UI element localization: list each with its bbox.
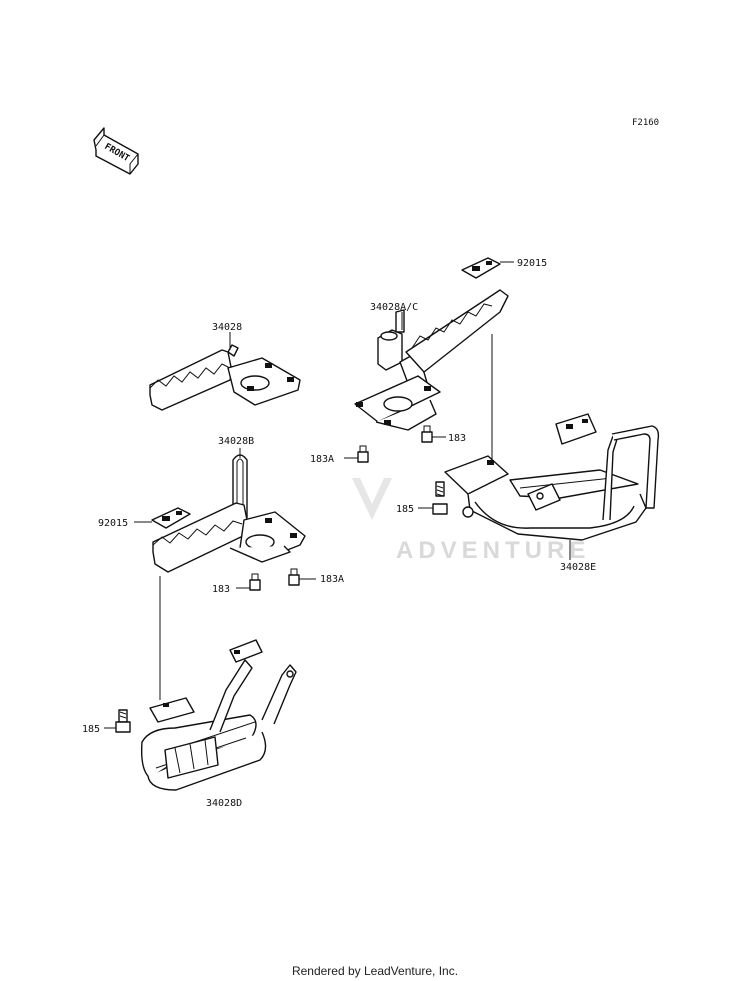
callout-183-right: 183 (448, 433, 466, 444)
callout-34028AC: 34028A/C (370, 302, 418, 313)
footpeg-34028B (152, 454, 306, 573)
footpeg-34028 (149, 344, 301, 411)
callout-34028D: 34028D (206, 798, 242, 809)
diagram-code: F2160 (632, 118, 659, 128)
bolt-185-right (432, 481, 448, 515)
front-arrow-icon: FRONT (93, 127, 139, 175)
footpeg-34028AC (354, 289, 509, 431)
rubber-pad-92015-right (461, 257, 501, 279)
bolt-185-left (115, 709, 131, 733)
nut-183A-left (288, 568, 300, 586)
watermark-text: ADVENTURE (396, 537, 590, 564)
callout-92015-left: 92015 (98, 518, 128, 529)
callout-183A-left: 183A (320, 574, 344, 585)
nut-183A-right (357, 445, 369, 463)
watermark: ADVENTURE (352, 478, 590, 564)
watermark-logo-icon (352, 478, 392, 520)
rubber-pad-92015-left (151, 507, 191, 529)
nut-183-right (421, 425, 433, 443)
bracket-34028E (444, 413, 660, 541)
footer-credit: Rendered by LeadVenture, Inc. (292, 964, 458, 978)
callout-92015-right: 92015 (517, 258, 547, 269)
nut-183-left (249, 573, 261, 591)
callout-34028B: 34028B (218, 436, 254, 447)
callout-185-left: 185 (82, 724, 100, 735)
callout-185-right: 185 (396, 504, 414, 515)
bracket-34028D (140, 639, 297, 791)
callout-34028: 34028 (212, 322, 242, 333)
callout-34028E: 34028E (560, 562, 596, 573)
callout-183-left: 183 (212, 584, 230, 595)
callout-183A-right: 183A (310, 454, 334, 465)
